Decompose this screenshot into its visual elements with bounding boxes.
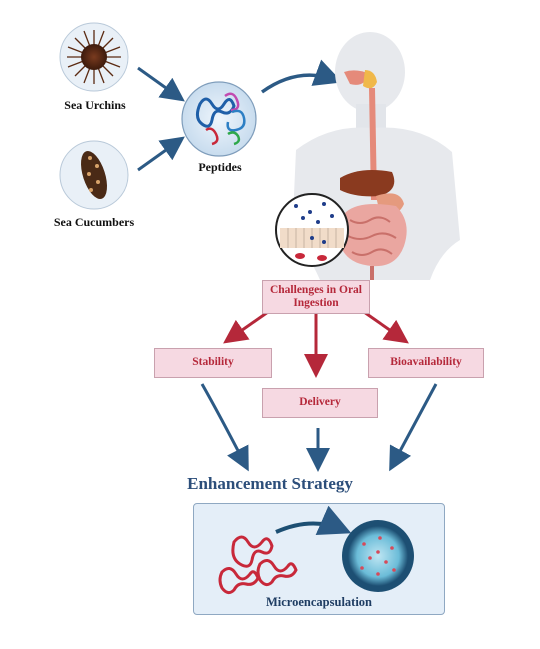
sea-urchins-label: Sea Urchins [64, 98, 126, 112]
challenges-box: Challenges in Oral Ingestion [262, 280, 370, 314]
sea-cucumbers-label: Sea Cucumbers [53, 215, 135, 229]
microencapsulation-panel [193, 503, 445, 615]
arrow-bioavailability-to-strategy [389, 383, 438, 472]
arrow-to-capsule [275, 505, 352, 536]
sea-cucumber-icon [59, 140, 129, 210]
arrow-peptides-to-mouth [260, 59, 343, 94]
microcapsule-icon [342, 520, 414, 592]
peptides-icon [181, 81, 257, 157]
free-peptides-icon [218, 535, 298, 595]
arrow-to-stability [223, 310, 269, 344]
arrow-cucumber-to-peptides [137, 136, 185, 172]
intestinal-cross-section-icon [275, 193, 349, 267]
arrow-stability-to-strategy [200, 383, 249, 472]
arrow-urchin-to-peptides [137, 66, 185, 102]
enhancement-strategy-title: Enhancement Strategy [187, 474, 353, 493]
bioavailability-box: Bioavailability [368, 348, 484, 378]
microencapsulation-label: Microencapsulation [265, 595, 373, 609]
peptides-label: Peptides [198, 160, 242, 174]
sea-urchin-icon [59, 22, 129, 92]
stability-box: Stability [154, 348, 272, 378]
arrow-to-bioavailability [363, 310, 409, 344]
delivery-box: Delivery [262, 388, 378, 418]
human-body-illustration [292, 32, 460, 280]
